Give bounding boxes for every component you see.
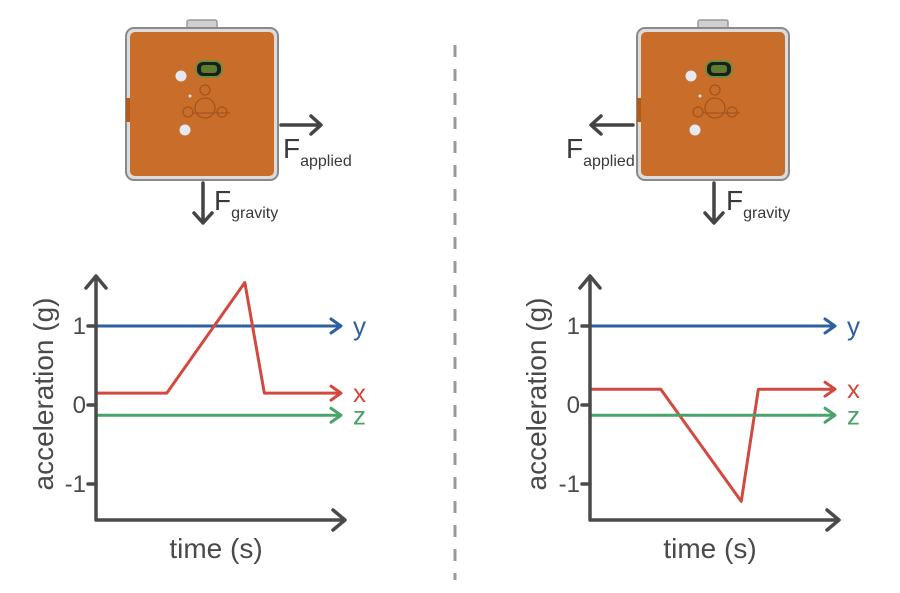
- series-label-y: y: [353, 311, 366, 341]
- series-arrow-x-icon: [329, 384, 343, 402]
- y-tick-label-minus-1: -1: [65, 471, 86, 498]
- left-chart: acceleration (g) time (s) 1 0 -1 y xz: [28, 274, 366, 564]
- device-board: [636, 19, 790, 181]
- device-led: [711, 65, 727, 73]
- series-label-z: z: [353, 400, 366, 430]
- series-label-z: z: [847, 400, 860, 430]
- device-hole-top: [685, 70, 697, 82]
- x-axis-label: time (s): [169, 533, 262, 564]
- series-arrow-x-icon: [823, 380, 837, 398]
- series-line-x: [96, 281, 340, 395]
- chart-axes: [94, 276, 345, 522]
- device-hole-bottom: [689, 124, 701, 136]
- y-tick-label-1: 1: [567, 313, 580, 340]
- device-dot: [188, 94, 192, 98]
- series-arrow-z-icon: [823, 406, 837, 424]
- y-axis-arrow-icon: [84, 274, 108, 290]
- device-logo-icon: [692, 84, 740, 119]
- applied-force-label: Fapplied: [566, 133, 635, 170]
- applied-force-label: Fapplied: [283, 133, 352, 170]
- left-panel: Fapplied Fgravity acceleration (g) time …: [28, 19, 366, 564]
- device-body: [130, 32, 274, 176]
- applied-force-arrow-icon: [589, 114, 635, 136]
- device-side-button: [637, 98, 641, 122]
- series-arrow-z-icon: [329, 406, 343, 424]
- y-axis-label: acceleration (g): [521, 298, 552, 491]
- device-board: [125, 19, 279, 181]
- series-marks: y xz: [96, 281, 366, 430]
- x-axis-arrow-icon: [825, 508, 841, 532]
- x-axis-label: time (s): [663, 533, 756, 564]
- x-axis-arrow-icon: [331, 508, 347, 532]
- gravity-force-label: Fgravity: [214, 185, 278, 222]
- series-marks: y xz: [590, 311, 860, 503]
- series-label-y: y: [847, 311, 860, 341]
- device-side-button: [126, 98, 130, 122]
- device-body: [641, 32, 785, 176]
- right-panel: Fapplied Fgravity acceleration (g) time …: [521, 19, 860, 564]
- y-tick-label-0: 0: [567, 392, 580, 419]
- y-tick-label-minus-1: -1: [559, 471, 580, 498]
- y-axis-arrow-icon: [578, 274, 602, 290]
- y-tick-label-0: 0: [73, 392, 86, 419]
- right-chart: acceleration (g) time (s) 1 0 -1 y xz: [521, 274, 860, 564]
- gravity-force-label: Fgravity: [726, 185, 790, 222]
- y-tick-label-1: 1: [73, 313, 86, 340]
- applied-force-arrow-icon: [279, 114, 323, 136]
- series-line-x: [590, 387, 834, 503]
- chart-axes: [588, 276, 839, 522]
- gravity-force-arrow-icon: [192, 181, 214, 225]
- device-dot: [698, 94, 702, 98]
- series-label-x: x: [353, 378, 366, 408]
- y-axis-label: acceleration (g): [28, 298, 59, 491]
- device-hole-top: [175, 70, 187, 82]
- series-arrow-y-icon: [329, 317, 343, 335]
- series-label-x: x: [847, 374, 860, 404]
- device-led: [201, 65, 217, 73]
- series-arrow-y-icon: [823, 317, 837, 335]
- device-hole-bottom: [179, 124, 191, 136]
- device-logo-icon: [182, 84, 230, 119]
- gravity-force-arrow-icon: [703, 181, 725, 225]
